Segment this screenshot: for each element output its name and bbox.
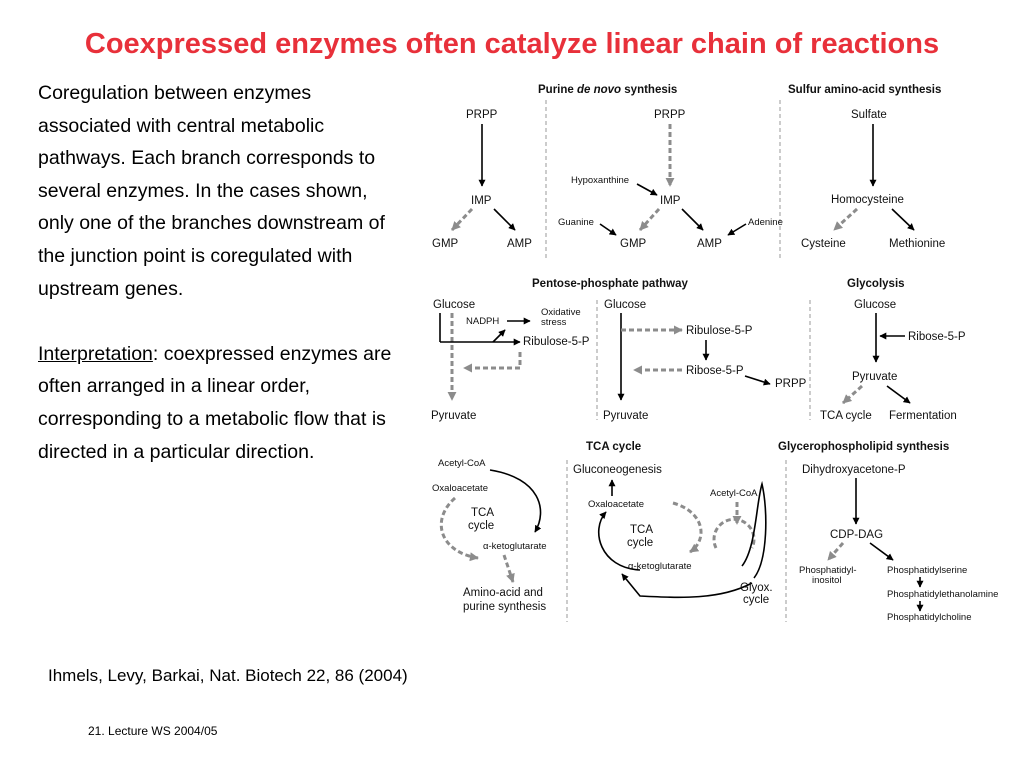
label-cycle-2: cycle xyxy=(627,537,653,549)
label-amino-acid: Amino-acid and xyxy=(463,587,543,599)
arrow-imp-amp-2 xyxy=(681,208,704,231)
header-pentose: Pentose-phosphate pathway xyxy=(532,278,689,290)
pathway-figure: Purine de novo synthesis Sulfur amino-ac… xyxy=(431,84,998,623)
interpretation-label: Interpretation xyxy=(38,342,153,365)
arrow-ribose-prpp xyxy=(744,375,771,386)
arrow-imp-amp xyxy=(493,208,516,231)
label-amp-2: AMP xyxy=(697,238,722,250)
arrow-hypoxanthine-imp xyxy=(636,183,658,196)
label-glyox: Glyox. xyxy=(740,582,773,594)
label-ribose5p-2: Ribose-5-P xyxy=(908,331,966,343)
label-ribose5p: Ribose-5-P xyxy=(686,365,744,377)
arrow-ketoglutarate-oxaloacetate xyxy=(597,511,641,571)
label-prpp-2: PRPP xyxy=(654,109,686,121)
interpretation-text: : coexpressed enzymes are often arranged… xyxy=(38,342,392,463)
paragraph-coregulation: Coregulation between enzymes associated … xyxy=(38,82,385,300)
label-glucose-2: Glucose xyxy=(604,299,646,311)
label-oxidative: Oxidative xyxy=(541,307,581,318)
label-glucose-3: Glucose xyxy=(854,299,896,311)
arrow-homocysteine-methionine xyxy=(891,208,915,231)
label-pc: Phosphatidylcholine xyxy=(887,612,972,623)
arrow-adenine-amp xyxy=(727,223,747,236)
arrow-imp-gmp xyxy=(450,207,474,232)
arrow-guanine-gmp xyxy=(599,223,617,236)
arrow-oxaloacetate-cycle-2 xyxy=(672,501,703,554)
header-glycolysis: Glycolysis xyxy=(847,278,905,290)
citation: Ihmels, Levy, Barkai, Nat. Biotech 22, 8… xyxy=(48,666,408,685)
label-ribulose5p: Ribulose-5-P xyxy=(523,336,590,348)
label-ketoglutarate-2: α-ketoglutarate xyxy=(628,561,692,572)
label-oxaloacetate: Oxaloacetate xyxy=(432,483,488,494)
paragraph-gap xyxy=(38,305,400,338)
label-ribulose5p-2: Ribulose-5-P xyxy=(686,325,753,337)
label-oxaloacetate-2: Oxaloacetate xyxy=(588,499,644,510)
footer-lecture: 21. Lecture WS 2004/05 xyxy=(88,724,218,738)
label-ketoglutarate: α-ketoglutarate xyxy=(483,541,547,552)
arrow-pyruvate-fermentation xyxy=(886,385,911,404)
arrow-imp-gmp-2 xyxy=(638,207,661,232)
label-amp: AMP xyxy=(507,238,532,250)
arrow-cdpdag-pi xyxy=(826,542,845,561)
label-phosphatidyl: Phosphatidyl- xyxy=(799,565,857,576)
label-glucose: Glucose xyxy=(433,299,475,311)
label-imp: IMP xyxy=(471,195,492,207)
label-gmp: GMP xyxy=(432,238,459,250)
label-tca-1: TCA xyxy=(471,507,494,519)
label-sulfate: Sulfate xyxy=(851,109,887,121)
header-glycero: Glycerophospholipid synthesis xyxy=(778,441,949,453)
label-stress: stress xyxy=(541,317,567,328)
label-tca-2: TCA xyxy=(630,524,653,536)
label-inositol: inositol xyxy=(812,575,842,586)
arrow-pyruvate-tca xyxy=(841,384,864,405)
label-cdpdag: CDP-DAG xyxy=(830,529,883,541)
label-cysteine: Cysteine xyxy=(801,238,846,250)
label-acetylcoa-2: Acetyl-CoA xyxy=(710,488,758,499)
label-cycle-3: cycle xyxy=(743,594,769,606)
label-homocysteine: Homocysteine xyxy=(831,194,904,206)
label-prpp: PRPP xyxy=(466,109,498,121)
label-pyruvate-2: Pyruvate xyxy=(603,410,648,422)
body-text: Coregulation between enzymes associated … xyxy=(38,77,400,468)
glyox-cycle-arc xyxy=(712,517,756,549)
label-prpp-3: PRPP xyxy=(775,378,807,390)
header-tca: TCA cycle xyxy=(586,441,641,453)
label-tca-cycle: TCA cycle xyxy=(820,410,872,422)
label-hypoxanthine: Hypoxanthine xyxy=(571,175,629,186)
glyox-loop xyxy=(741,480,767,579)
label-dhap: Dihydroxyacetone-P xyxy=(802,464,906,476)
label-cycle-1: cycle xyxy=(468,520,494,532)
paragraph-interpretation: Interpretation: coexpressed enzymes are … xyxy=(38,338,400,468)
label-ps: Phosphatidylserine xyxy=(887,565,967,576)
label-fermentation: Fermentation xyxy=(889,410,957,422)
label-guanine: Guanine xyxy=(558,217,594,228)
label-nadph: NADPH xyxy=(466,316,499,327)
label-gmp-2: GMP xyxy=(620,238,647,250)
arrow-glyox-tca xyxy=(621,573,753,599)
header-purine: Purine de novo synthesis xyxy=(538,84,677,96)
label-gluconeogenesis: Gluconeogenesis xyxy=(573,464,662,476)
arrow-homocysteine-cysteine xyxy=(832,207,859,232)
label-pyruvate: Pyruvate xyxy=(431,410,476,422)
label-purine-synth: purine synthesis xyxy=(463,601,546,613)
label-imp-2: IMP xyxy=(660,195,681,207)
arrow-ketoglutarate-amino xyxy=(502,554,515,583)
arrow-nadph xyxy=(492,329,506,343)
header-sulfur: Sulfur amino-acid synthesis xyxy=(788,84,941,96)
arrow-acetylcoa-tca xyxy=(489,469,542,533)
label-methionine: Methionine xyxy=(889,238,945,250)
arrow-cdpdag-ps xyxy=(869,542,894,561)
label-pe: Phosphatidylethanolamine xyxy=(887,589,998,600)
label-adenine: Adenine xyxy=(748,217,783,228)
label-acetylcoa: Acetyl-CoA xyxy=(438,458,486,469)
slide-title: Coexpressed enzymes often catalyze linea… xyxy=(84,28,940,60)
arrow-oxaloacetate-cycle xyxy=(439,496,479,562)
label-pyruvate-3: Pyruvate xyxy=(852,371,897,383)
